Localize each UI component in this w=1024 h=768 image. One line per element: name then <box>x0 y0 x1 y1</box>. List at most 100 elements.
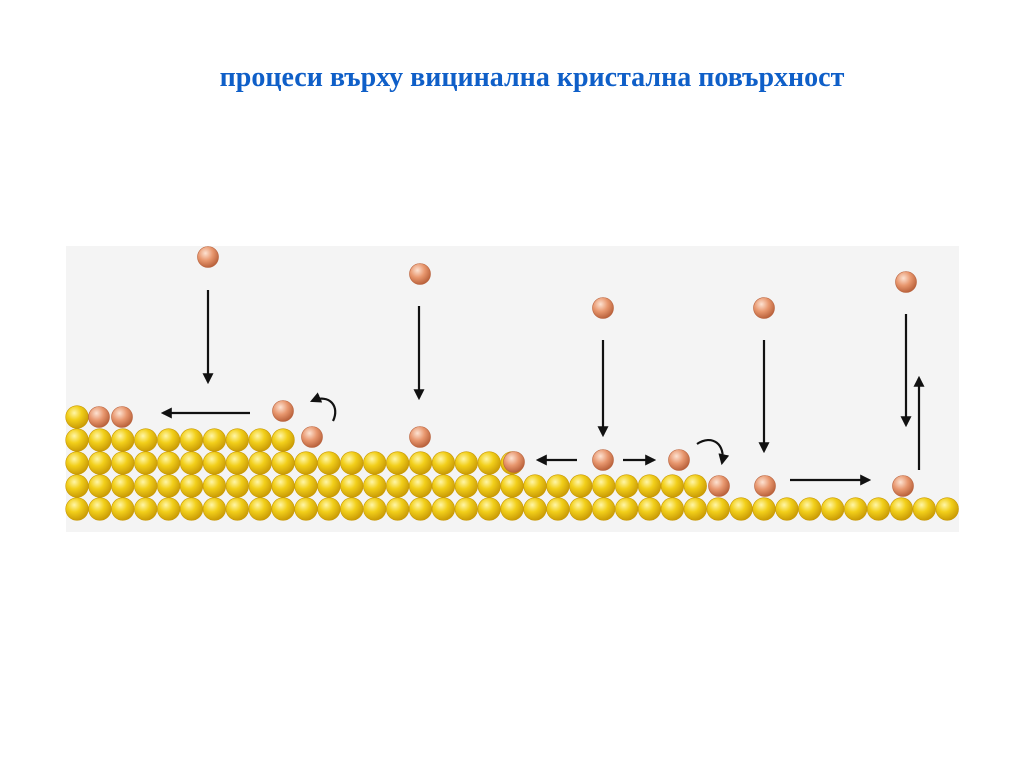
adatoms <box>88 246 917 497</box>
substrate-atom <box>477 497 501 521</box>
substrate-atom <box>454 497 478 521</box>
substrate-atom <box>340 497 364 521</box>
substrate-atom <box>179 474 204 498</box>
substrate-atom <box>202 474 226 498</box>
hop-down-arrow <box>696 438 730 466</box>
substrate-atom <box>843 497 868 521</box>
substrate-atom <box>340 474 364 498</box>
substrate-atom <box>752 497 776 521</box>
substrate-atom <box>134 451 158 475</box>
substrate-atom <box>225 451 249 475</box>
substrate-atom <box>798 497 822 521</box>
substrate-atom <box>866 497 891 521</box>
substrate-atom <box>157 428 181 452</box>
substrate-atom <box>386 451 410 475</box>
substrate-atom <box>248 451 272 475</box>
substrate-atom <box>592 474 616 498</box>
adatom <box>892 475 914 497</box>
substrate-atom <box>500 474 524 498</box>
process-arrows <box>160 290 925 486</box>
substrate-atom <box>179 451 204 475</box>
substrate-atom <box>408 451 433 475</box>
adatom <box>708 475 730 497</box>
adatom <box>895 271 917 293</box>
substrate-atom <box>637 497 662 521</box>
substrate-atom <box>88 451 112 475</box>
substrate-atom <box>431 474 456 498</box>
substrate-atom <box>271 428 295 452</box>
substrate-atom <box>363 474 387 498</box>
hop-up-arrow <box>309 392 337 422</box>
substrate-atom <box>935 497 959 521</box>
adatom <box>88 406 110 428</box>
substrate-atom <box>637 474 662 498</box>
substrate-atom <box>65 405 89 429</box>
substrate-atom <box>157 474 181 498</box>
substrate-atom <box>546 474 570 498</box>
substrate-atom <box>179 497 204 521</box>
substrate-atom <box>523 497 547 521</box>
substrate-atom <box>317 451 341 475</box>
adatom <box>753 297 775 319</box>
substrate-atom <box>408 497 433 521</box>
substrate-atom <box>431 497 456 521</box>
substrate-atom <box>660 474 685 498</box>
substrate-atom <box>88 428 112 452</box>
substrate-atom <box>614 474 639 498</box>
substrate-atom <box>88 474 112 498</box>
substrate-atom <box>157 497 181 521</box>
substrate-atom <box>408 474 433 498</box>
slide-title: процеси върху вицинална кристална повърх… <box>219 62 845 93</box>
substrate-atom <box>821 497 845 521</box>
adatom <box>503 451 525 473</box>
substrate-atom <box>431 451 456 475</box>
substrate-atom <box>569 497 593 521</box>
substrate-atom <box>614 497 639 521</box>
substrate-atom <box>65 474 89 498</box>
substrate-atom <box>317 474 341 498</box>
substrate-atom <box>454 451 478 475</box>
substrate-atom <box>523 474 547 498</box>
substrate-atom <box>729 497 753 521</box>
adatom <box>272 400 294 422</box>
substrate-atom <box>889 497 914 521</box>
substrate-atom <box>271 451 295 475</box>
substrate-atom <box>660 497 685 521</box>
adatom <box>111 406 133 428</box>
adatom <box>301 426 323 448</box>
substrate-atom <box>202 451 226 475</box>
substrate-atom <box>134 474 158 498</box>
substrate-atom <box>546 497 570 521</box>
substrate-atom <box>569 474 593 498</box>
substrate-atom <box>134 497 158 521</box>
adatom <box>592 449 614 471</box>
substrate-atom <box>179 428 204 452</box>
substrate-atom <box>65 497 89 521</box>
adatom <box>754 475 776 497</box>
substrate-atom <box>294 474 318 498</box>
substrate-atom <box>248 474 272 498</box>
adatom <box>409 426 431 448</box>
substrate-atom <box>65 428 89 452</box>
substrate-atom <box>225 428 249 452</box>
substrate-atom <box>65 451 89 475</box>
substrate-atom <box>706 497 730 521</box>
substrate-atom <box>592 497 616 521</box>
substrate-atom <box>317 497 341 521</box>
substrate-atom <box>202 428 226 452</box>
adatom <box>592 297 614 319</box>
adatom <box>668 449 690 471</box>
adatom <box>197 246 219 268</box>
substrate-atom <box>225 474 249 498</box>
substrate-atom <box>248 497 272 521</box>
substrate-atom <box>88 497 112 521</box>
substrate-atom <box>134 428 158 452</box>
substrate-atom <box>683 474 707 498</box>
substrate-atom <box>111 497 135 521</box>
substrate-atom <box>500 497 524 521</box>
substrate-atom <box>202 497 226 521</box>
substrate-atom <box>225 497 249 521</box>
substrate-atom <box>271 474 295 498</box>
substrate-atom <box>340 451 364 475</box>
